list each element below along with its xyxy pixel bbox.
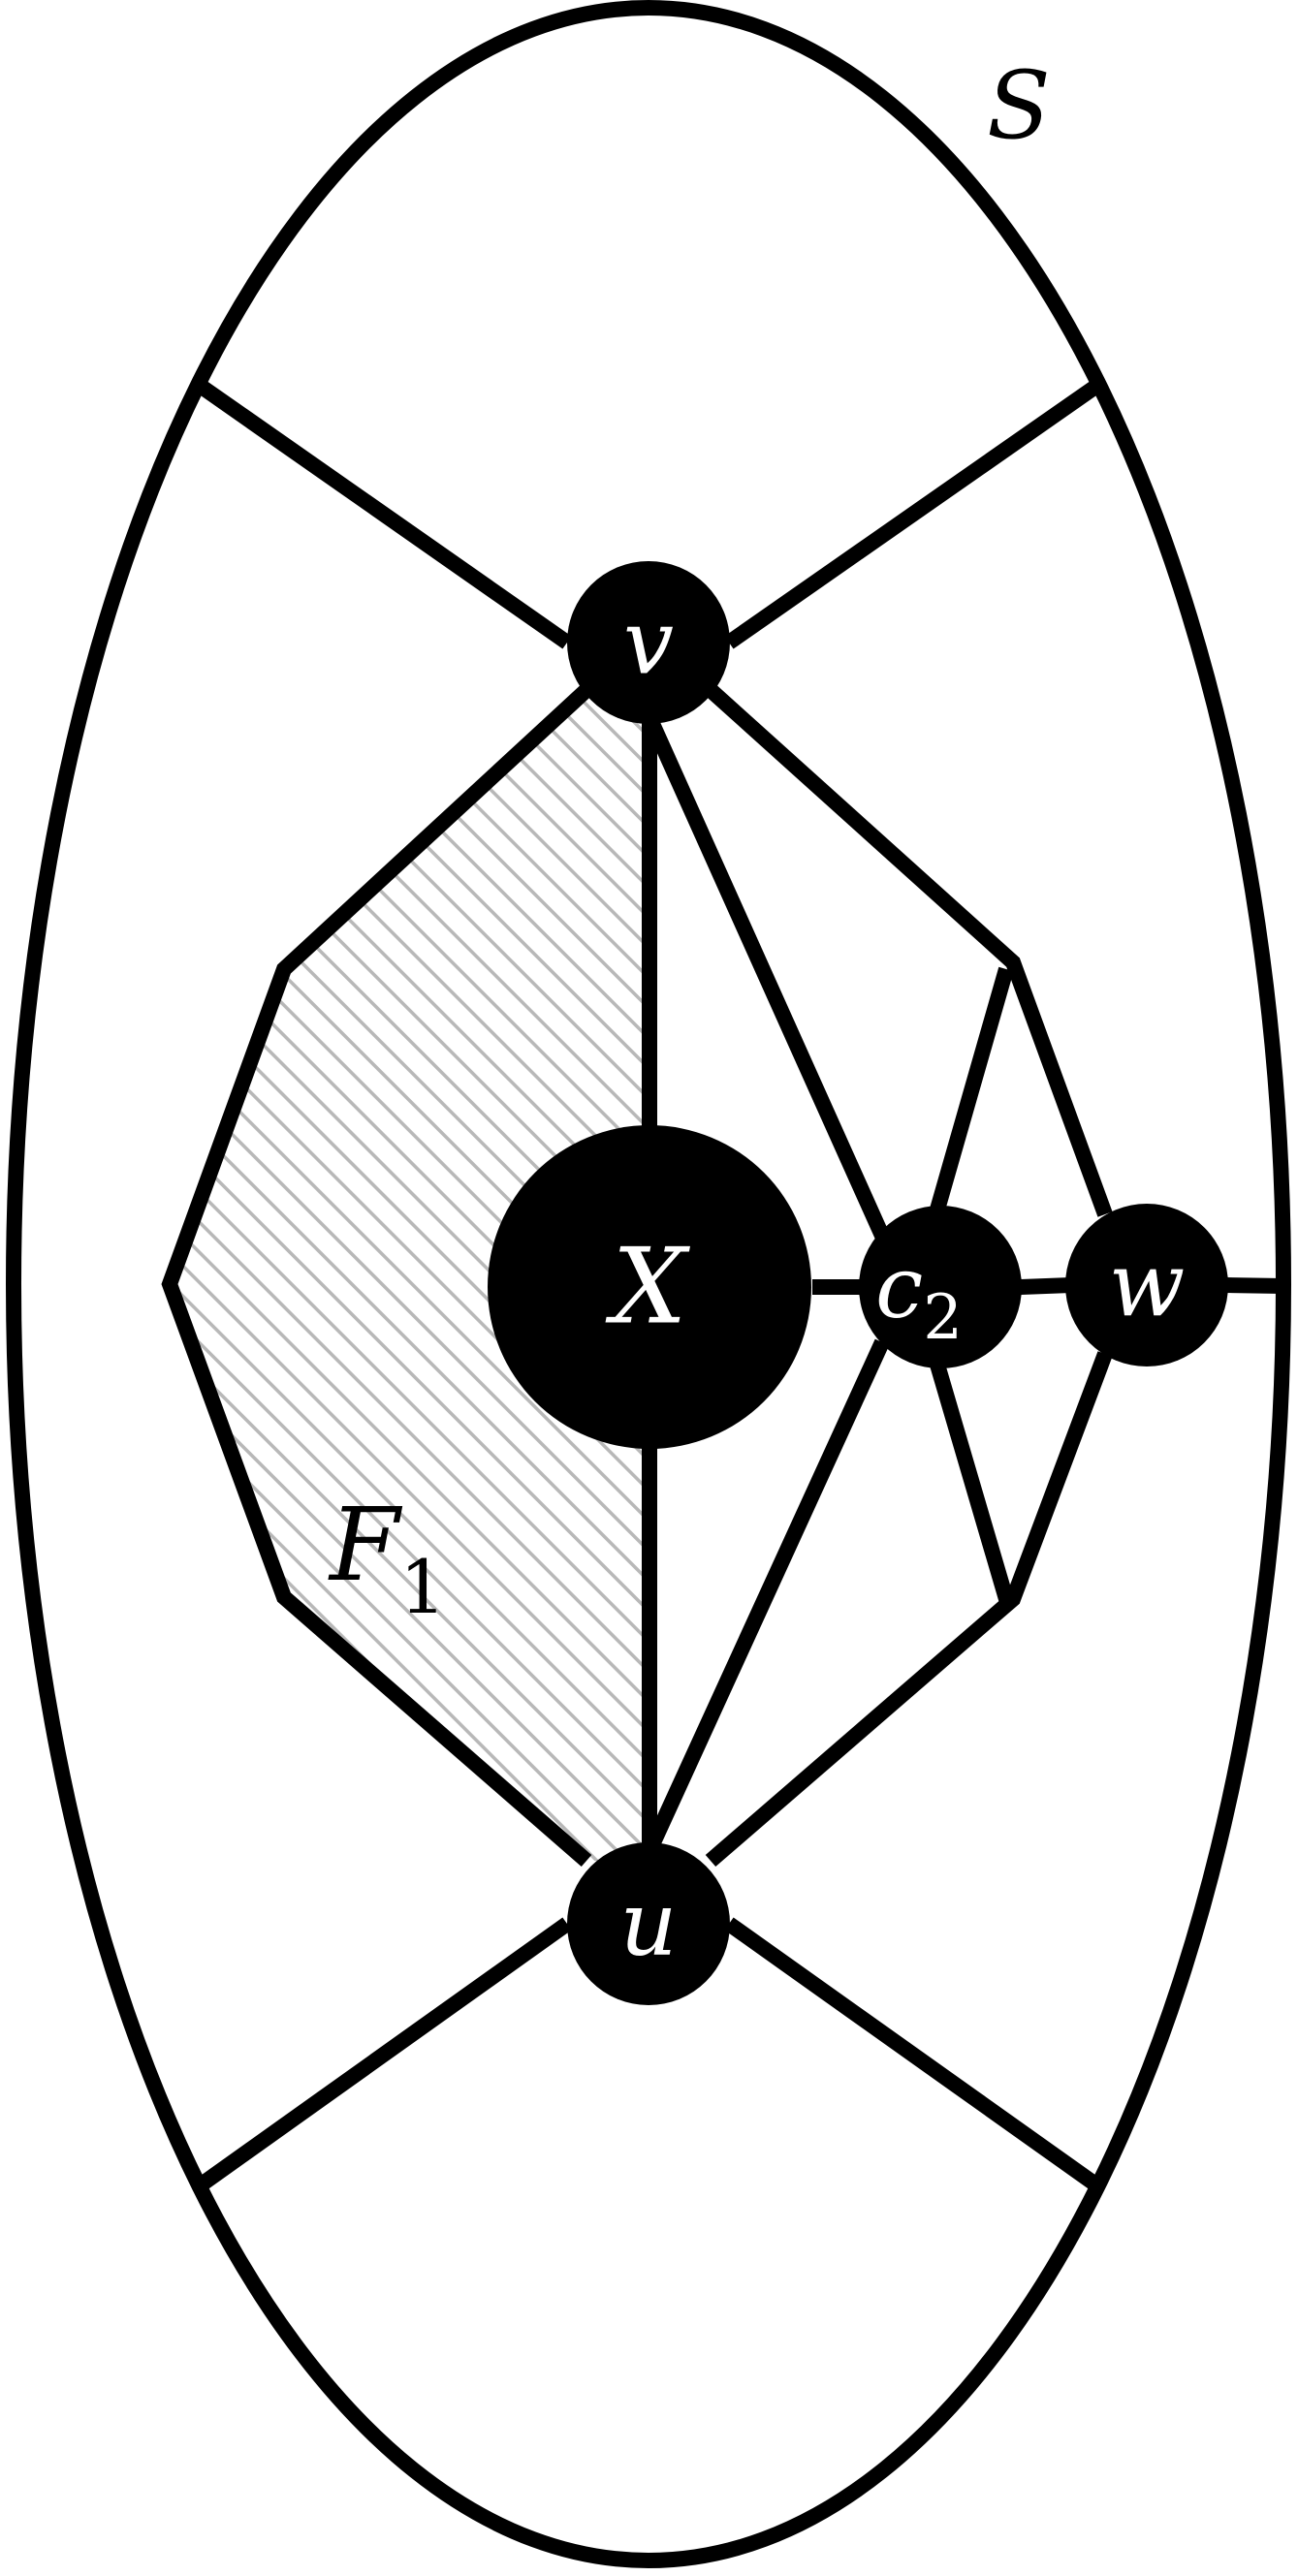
node-u-label: u — [619, 1872, 677, 1976]
edge-v-to-c2 — [642, 713, 890, 1240]
edge-outer-right-bottom-to-u — [724, 1917, 1103, 2193]
node-w: w — [1065, 1204, 1228, 1367]
svg-text:c2: c2 — [875, 1238, 963, 1355]
edge-bottom-vertex-to-c2 — [930, 1362, 1014, 1602]
edge-right-boundary-lower — [705, 1351, 1113, 1868]
node-c2-subscript: 2 — [923, 1282, 963, 1354]
node-v-label: v — [623, 591, 674, 695]
face-f1-region — [170, 690, 649, 1861]
node-v: v — [567, 561, 730, 724]
edge-top-vertex-to-c2 — [930, 966, 1014, 1212]
node-w-label: w — [1109, 1234, 1186, 1337]
node-c2-label: c — [875, 1238, 923, 1337]
node-c2: c2 — [859, 1206, 1022, 1368]
edge-f1-left-boundary — [161, 684, 592, 1868]
edge-w-to-outer — [1225, 1277, 1284, 1294]
edge-c2-to-w — [1020, 1277, 1072, 1295]
edge-right-boundary — [705, 684, 1113, 1217]
node-x-label: X — [606, 1227, 691, 1348]
edge-outer-left-bottom-to-u — [194, 1917, 572, 2193]
edge-u-to-c2 — [642, 1338, 890, 1855]
edge-outer-left-top-to-v — [194, 378, 572, 649]
node-u: u — [567, 1842, 730, 2005]
region-s-label: S — [987, 51, 1051, 160]
edge-outer-right-top-to-v — [724, 378, 1103, 649]
face-f1-subscript: 1 — [399, 1544, 446, 1630]
svg-text:F1: F1 — [328, 1486, 447, 1630]
node-x: X — [488, 1125, 811, 1449]
face-f1-label: F — [328, 1486, 403, 1604]
